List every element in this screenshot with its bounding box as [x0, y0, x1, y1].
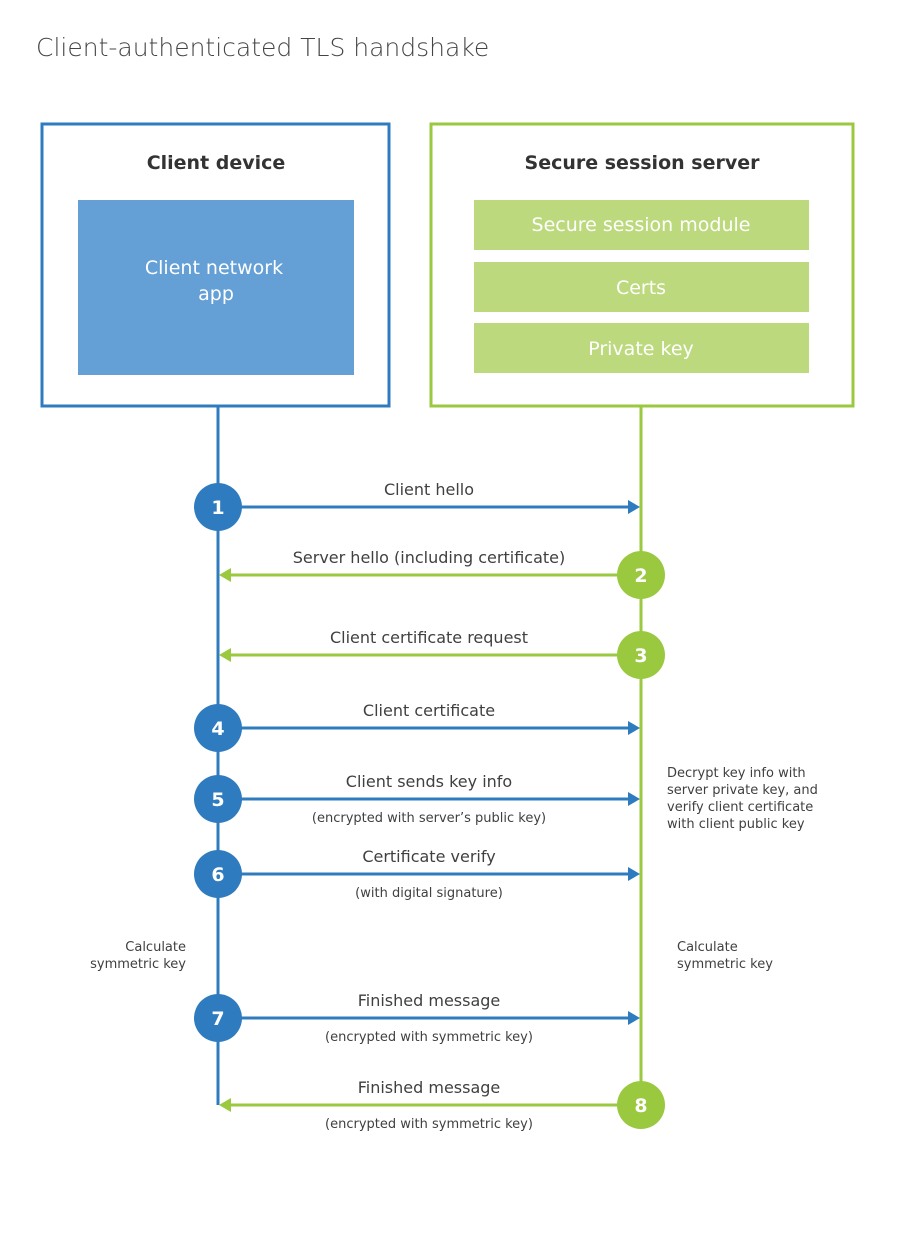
server-decrypt-note-line1: Decrypt key info with: [667, 766, 806, 781]
server-decrypt-note-line4: with client public key: [667, 817, 805, 832]
step-label-3: Client certificate request: [330, 628, 528, 647]
handshake-steps: 1 Client hello 2 Server hello (including ce…: [194, 480, 665, 1132]
arrowhead-step-3: [219, 648, 231, 662]
step-sublabel-6: (with digital signature): [355, 886, 503, 901]
certs-label: Certs: [616, 277, 666, 299]
step-circle-5: [194, 775, 242, 823]
certs-box: [474, 262, 809, 312]
private-key-label: Private key: [588, 338, 694, 360]
step-sublabel-5: (encrypted with server’s public key): [312, 811, 546, 826]
client-app-label-line1: Client network: [145, 257, 283, 279]
client-network-app-box: [78, 200, 354, 375]
arrowhead-step-4: [628, 721, 640, 735]
arrowhead-step-8: [219, 1098, 231, 1112]
step-number-2: 2: [634, 565, 647, 587]
arrowhead-step-5: [628, 792, 640, 806]
server-decrypt-note-line3: verify client certificate: [667, 800, 813, 815]
step-label-1: Client hello: [384, 480, 474, 499]
step-circle-7: [194, 994, 242, 1042]
client-calc-note-line2: symmetric key: [90, 957, 186, 972]
step-number-5: 5: [211, 789, 224, 811]
arrowhead-step-1: [628, 500, 640, 514]
arrowhead-step-2: [219, 568, 231, 582]
client-device-box: [40, 122, 391, 408]
step-circle-8: [617, 1081, 665, 1129]
step-number-3: 3: [634, 645, 647, 667]
client-device-heading: Client device: [147, 152, 286, 174]
private-key-box: [474, 323, 809, 373]
client-calc-note-line1: Calculate: [125, 940, 186, 955]
step-circle-2: [617, 551, 665, 599]
step-circle-3: [617, 631, 665, 679]
step-label-4: Client certificate: [363, 701, 495, 720]
step-number-8: 8: [634, 1095, 647, 1117]
step-label-6: Certificate verify: [362, 847, 495, 866]
arrowhead-step-6: [628, 867, 640, 881]
step-circle-6: [194, 850, 242, 898]
secure-session-module-box: [474, 200, 809, 250]
server-calc-note-line2: symmetric key: [677, 957, 773, 972]
server-calc-note-line1: Calculate: [677, 940, 738, 955]
step-label-8: Finished message: [358, 1078, 501, 1097]
secure-session-module-label: Secure session module: [532, 214, 751, 236]
step-number-6: 6: [211, 864, 224, 886]
server-decrypt-note-line2: server private key, and: [667, 783, 818, 798]
step-circle-4: [194, 704, 242, 752]
client-app-label-line2: app: [198, 283, 234, 305]
step-label-7: Finished message: [358, 991, 501, 1010]
step-sublabel-8: (encrypted with symmetric key): [325, 1117, 533, 1132]
step-circle-1: [194, 483, 242, 531]
step-sublabel-7: (encrypted with symmetric key): [325, 1030, 533, 1045]
step-number-1: 1: [211, 497, 224, 519]
step-label-5: Client sends key info: [346, 772, 512, 791]
diagram-title: Client-authenticated TLS handshake: [36, 33, 489, 62]
arrowhead-step-7: [628, 1011, 640, 1025]
step-label-2: Server hello (including certificate): [293, 548, 565, 567]
server-heading: Secure session server: [525, 152, 761, 174]
step-number-4: 4: [211, 718, 224, 740]
step-number-7: 7: [211, 1008, 224, 1030]
